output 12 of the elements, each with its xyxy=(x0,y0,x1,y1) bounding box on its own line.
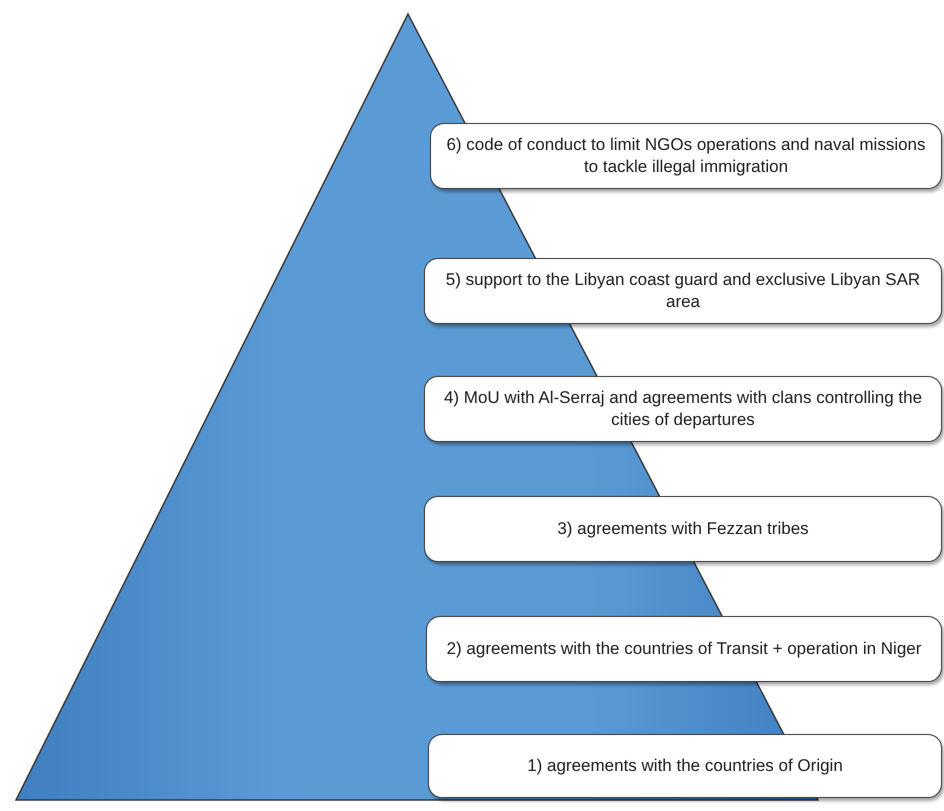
level-box xyxy=(424,496,942,562)
level-box xyxy=(424,258,942,324)
level-text: 5) support to the Libyan coast guard and exclusive Libyan SAR area xyxy=(444,268,922,313)
level-text: 3) agreements with Fezzan tribes xyxy=(557,518,809,540)
level-text: 6) code of conduct to limit NGOs operations and naval missions to tackle illegal immigration xyxy=(445,134,927,178)
level-box xyxy=(428,734,942,798)
level-text: 4) MoU with Al-Serraj and agreements with clans controlling the cities of departures xyxy=(442,386,924,431)
level-box xyxy=(426,616,942,682)
level-box xyxy=(430,123,942,189)
level-text: 1) agreements with the countries of Origin xyxy=(527,754,843,777)
level-text: 2) agreements with the countries of Transit + operation in Niger xyxy=(446,638,922,660)
level-box xyxy=(424,376,942,442)
